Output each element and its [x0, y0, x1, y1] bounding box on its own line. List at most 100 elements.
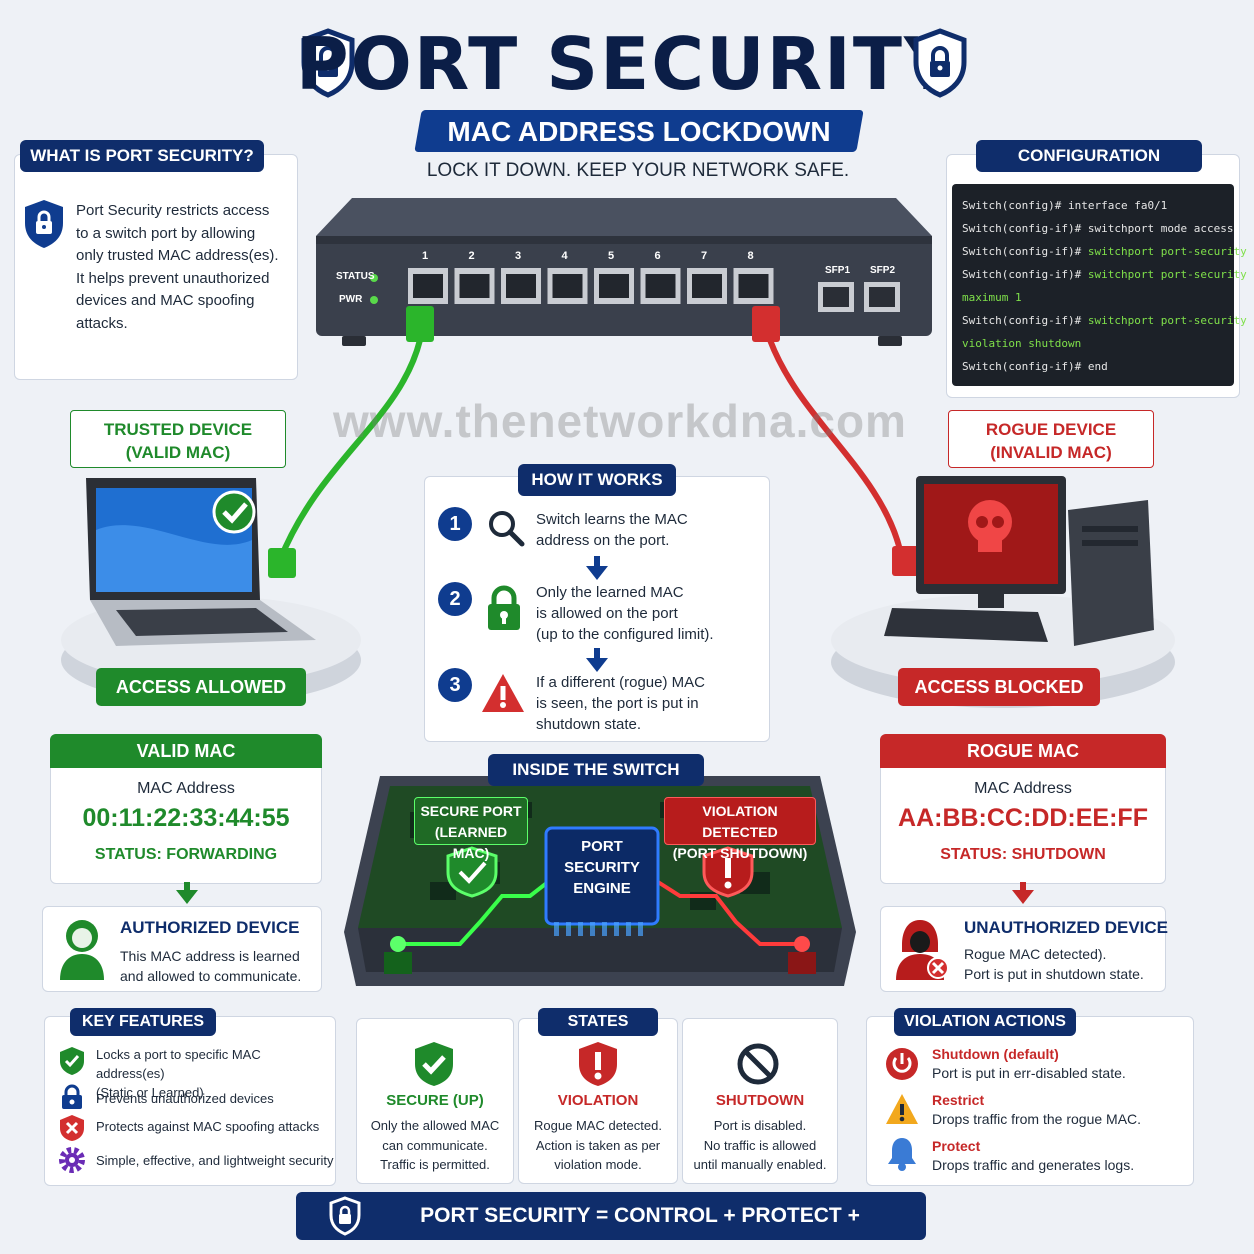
feature-4: Simple, effective, and lightweight secur… [96, 1153, 334, 1168]
pwr-label: PWR [339, 294, 363, 305]
step-line: If a different (rogue) MAC [536, 674, 705, 691]
step-line: (up to the configured limit). [536, 626, 714, 643]
state-secure-title: SECURE (UP) [386, 1092, 484, 1109]
config-command: switchport mode access [1087, 222, 1234, 235]
port-number: 8 [747, 250, 754, 262]
no-entry-icon [737, 1043, 779, 1085]
switch-port-socket [599, 274, 629, 298]
state-line: violation mode. [554, 1157, 642, 1172]
config-command: end [1087, 360, 1108, 373]
trusted-label-line1: TRUSTED DEVICE [103, 420, 253, 439]
switch-port-socket [552, 274, 583, 298]
step-line: address on the port. [536, 532, 670, 549]
authorized-line: and allowed to communicate. [120, 968, 302, 984]
step-line: is seen, the port is put in [536, 695, 699, 712]
arrow-down-icon [586, 648, 608, 672]
rogue-label-line2: (INVALID MAC) [990, 443, 1112, 462]
authorized-user-icon [60, 920, 104, 980]
valid-mac-label: MAC Address [137, 780, 235, 797]
access-blocked-badge: ACCESS BLOCKED [898, 668, 1100, 706]
page-title: PORT SECURITY [295, 22, 959, 106]
state-violation-title: VIOLATION [557, 1092, 639, 1109]
engine-line: SECURITY [564, 859, 640, 876]
what-is-line: to a switch port by allowing [76, 224, 256, 242]
switch-port-socket [413, 274, 443, 298]
padlock-icon [488, 585, 520, 630]
shield-lock-icon [25, 200, 63, 248]
config-command: interface fa0/1 [1067, 199, 1168, 212]
step-line: is allowed on the port [536, 605, 678, 622]
action-restrict-desc: Drops traffic from the rogue MAC. [932, 1111, 1142, 1127]
port-number: 4 [561, 250, 568, 262]
states-heading: STATES [538, 1008, 658, 1036]
config-command: violation shutdown [962, 337, 1082, 350]
switch-port-socket [506, 274, 536, 298]
what-is-heading: WHAT IS PORT SECURITY? [20, 140, 264, 172]
step-2-number: 2 [438, 582, 472, 616]
switch-port-socket [738, 274, 769, 298]
config-line: Switch(config-if)# end [962, 355, 1224, 378]
rogue-mac-label: MAC Address [974, 780, 1072, 797]
warning-icon [886, 1094, 918, 1124]
feature-line: (Static or Learned) [96, 1085, 204, 1100]
step-3-text: If a different (rogue) MAC is seen, the … [536, 672, 766, 735]
step-1-text: Switch learns the MAC address on the por… [536, 509, 766, 551]
config-command: maximum 1 [962, 291, 1022, 304]
secure-port-label: SECURE PORT (LEARNED MAC) [414, 797, 528, 861]
rogue-mac-status: STATUS: SHUTDOWN [940, 846, 1106, 863]
watermark: www.thenetworkdna.com [333, 395, 907, 447]
violation-actions-heading: VIOLATION ACTIONS [894, 1008, 1076, 1036]
subtitle: MAC ADDRESS LOCKDOWN [447, 116, 831, 147]
port-number: 6 [654, 250, 661, 262]
violation-line: VIOLATION DETECTED [702, 803, 778, 840]
cables [268, 306, 920, 578]
rogue-computer-pedestal [831, 476, 1175, 708]
config-heading: CONFIGURATION EXAMPLE [976, 140, 1202, 197]
rogue-device-label: ROGUE DEVICE (INVALID MAC) [948, 410, 1154, 468]
config-prompt: Switch(config-if)# [962, 360, 1088, 373]
state-line: Only the allowed MAC [370, 1118, 500, 1133]
footer-text: PORT SECURITY = CONTROL + PROTECT + PREV… [420, 1204, 860, 1254]
status-label: STATUS [336, 271, 375, 282]
port-number: 7 [701, 250, 708, 262]
tagline: LOCK IT DOWN. KEEP YOUR NETWORK SAFE. [426, 160, 850, 181]
action-protect-desc: Drops traffic and generates logs. [932, 1157, 1135, 1173]
config-line: Switch(config-if)# switchport mode acces… [962, 217, 1234, 240]
feature-3: Protects against MAC spoofing attacks [96, 1119, 320, 1134]
config-line: Switch(config-if)# switchport port-secur… [962, 263, 1247, 286]
sfp2-label: SFP2 [870, 265, 896, 276]
shield-lock-icon-left [301, 28, 355, 98]
inside-switch-heading: INSIDE THE SWITCH [488, 754, 704, 786]
how-it-works-panel [424, 476, 770, 742]
warning-icon [482, 674, 524, 712]
config-line: Switch(config-if)# switchport port-secur… [962, 309, 1247, 332]
config-command: switchport port-security [1087, 245, 1247, 258]
authorized-text: This MAC address is learned and allowed … [120, 946, 301, 986]
magnifier-icon [489, 511, 525, 547]
trusted-device-label: TRUSTED DEVICE (VALID MAC) [70, 410, 286, 468]
engine-line: ENGINE [573, 880, 631, 897]
feature-2: Prevents unauthorized devices [96, 1091, 274, 1106]
key-features-heading: KEY FEATURES [70, 1008, 216, 1036]
switch-port-socket [645, 274, 676, 298]
arrow-down-icon [586, 556, 608, 580]
gear-icon [59, 1147, 85, 1173]
trusted-laptop-pedestal [61, 478, 361, 704]
power-icon [886, 1048, 918, 1080]
switch-port-socket [692, 274, 722, 298]
x-shield-icon [60, 1115, 84, 1141]
engine-line: PORT [581, 838, 623, 855]
port-number: 2 [468, 250, 475, 262]
step-line: Switch learns the MAC [536, 511, 688, 528]
padlock-icon [62, 1084, 82, 1109]
config-prompt: Switch(config)# [962, 199, 1068, 212]
unauthorized-title: UNAUTHORIZED DEVICE [964, 918, 1169, 937]
step-line: shutdown state. [536, 716, 642, 733]
how-it-works-heading: HOW IT WORKS [518, 464, 676, 496]
shield-lock-icon [329, 1196, 361, 1236]
shield-check-icon [415, 1042, 453, 1086]
shield-alert-icon [579, 1042, 617, 1086]
switch-port-socket [459, 274, 490, 298]
valid-mac-address: 00:11:22:33:44:55 [82, 804, 290, 832]
